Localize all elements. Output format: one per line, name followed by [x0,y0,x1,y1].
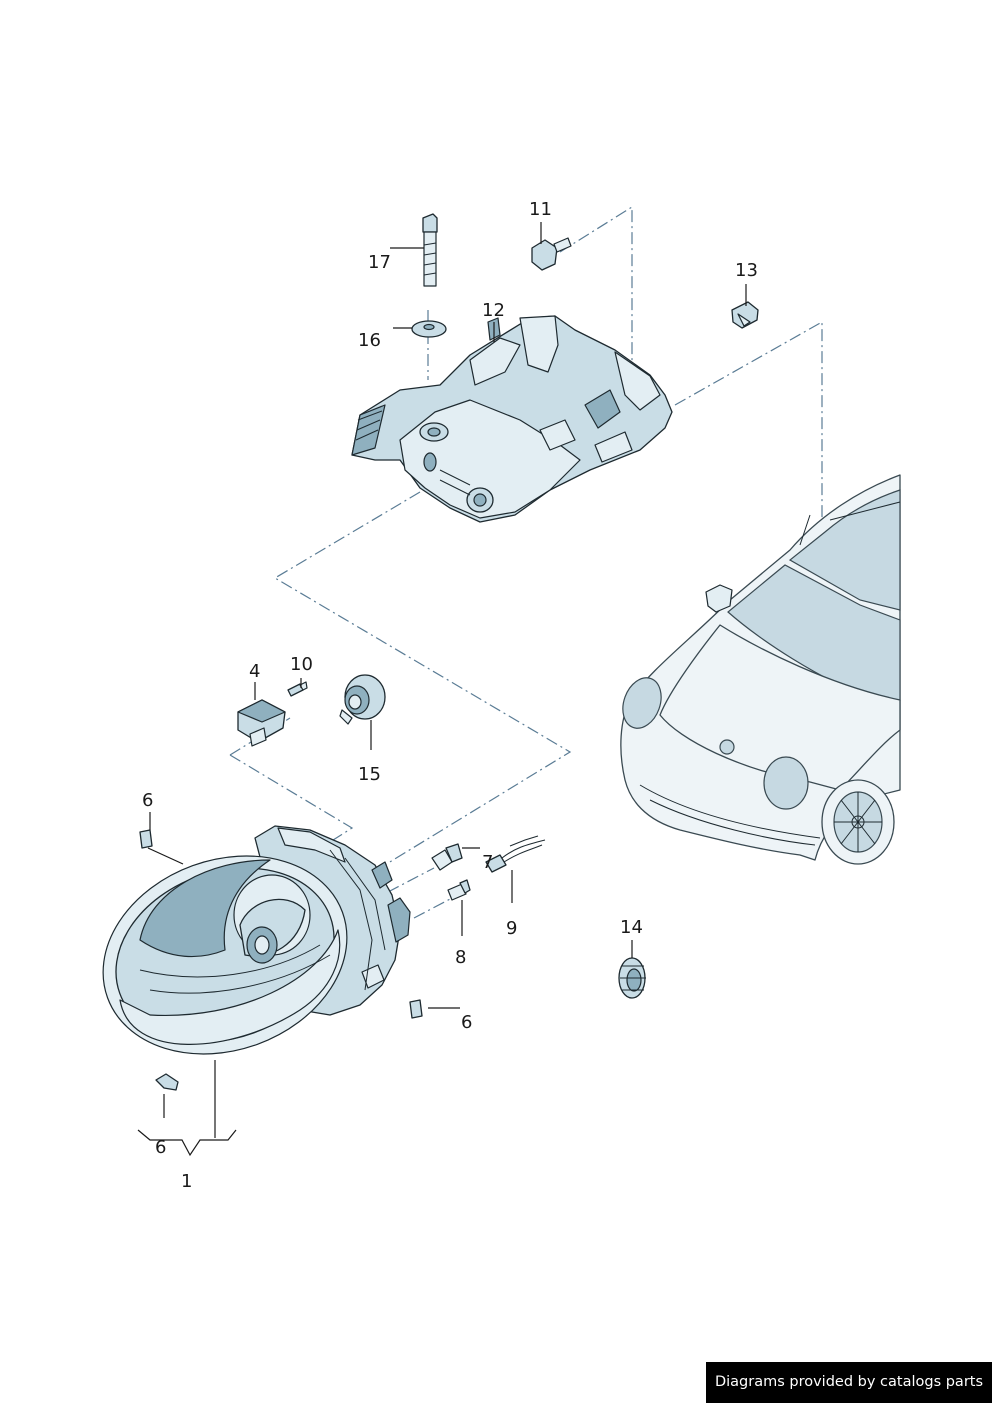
headlight-assembly-1 [102,825,411,1055]
callout-7: 7 [482,852,493,873]
callout-labels: 17 16 11 12 13 4 10 15 6 7 9 8 14 6 6 1 [142,199,758,1192]
screw-6-lower [155,1073,179,1091]
callout-11: 11 [529,199,552,220]
actuator-4 [237,699,286,747]
credit-banner: Diagrams provided by catalogs parts [706,1362,992,1403]
clip-13 [731,301,759,329]
callout-6-right: 6 [461,1012,472,1033]
callout-17: 17 [368,252,391,273]
washer-16 [411,320,447,338]
vehicle-illustration [620,474,901,865]
screw-6-right [409,999,423,1019]
screw-6-upper [139,829,153,849]
callout-9: 9 [506,918,517,939]
screw-10 [287,681,308,697]
callout-14: 14 [620,917,643,938]
callout-4: 4 [249,661,260,682]
leader-lines [137,222,747,1157]
bulb-7 [431,843,463,871]
callout-6-lower: 6 [155,1137,166,1158]
connector-9 [485,835,546,873]
callout-13: 13 [735,260,758,281]
adjuster-14 [618,957,646,999]
callout-15: 15 [358,764,381,785]
callout-16: 16 [358,330,381,351]
bulb-8 [447,879,471,901]
callout-1: 1 [181,1171,192,1192]
callout-12: 12 [482,300,505,321]
screw-11 [531,237,572,271]
callout-10: 10 [290,654,313,675]
cover-cap-15 [339,674,386,725]
carrier-bracket-12 [351,315,673,523]
callout-8: 8 [455,947,466,968]
bolt-17 [422,213,438,287]
callout-6-upper: 6 [142,790,153,811]
